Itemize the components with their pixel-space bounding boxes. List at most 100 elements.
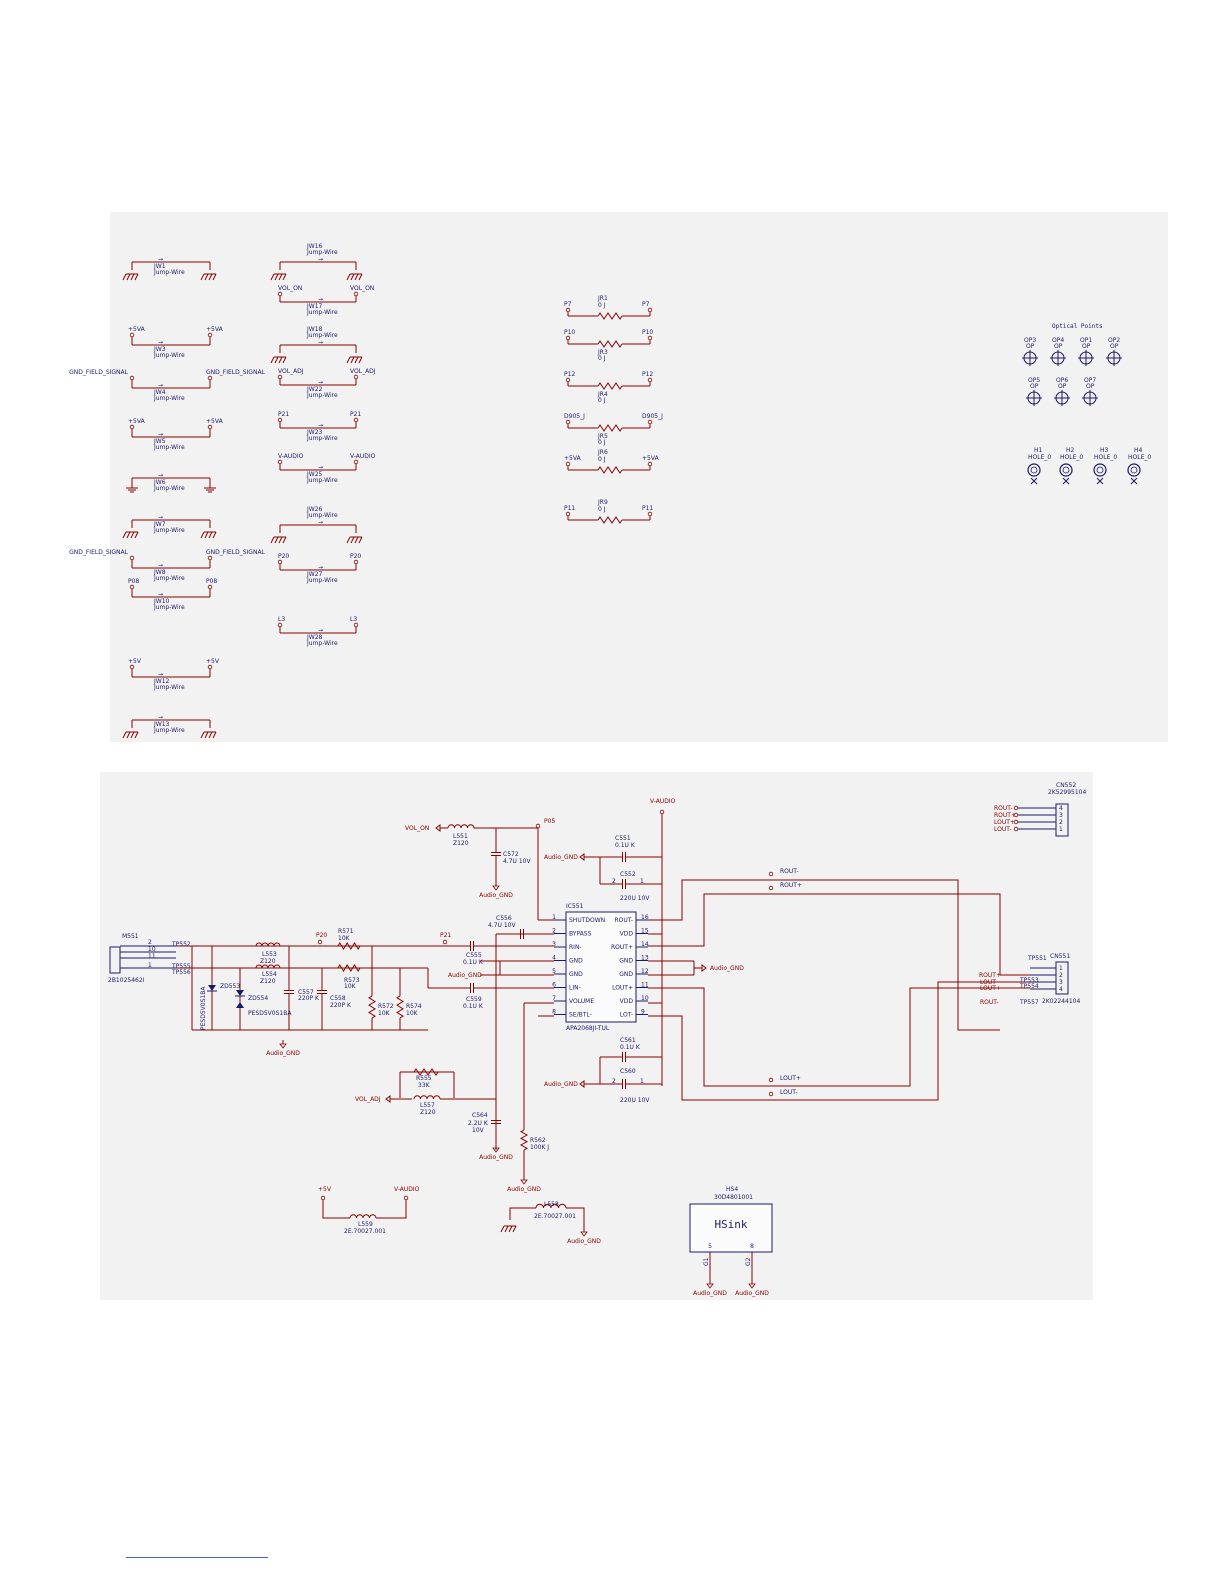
pin-dot <box>207 555 213 561</box>
net-label: P08 <box>206 578 217 585</box>
ground-hatch <box>126 273 131 281</box>
ic-pin-name: GND <box>569 958 583 965</box>
capacitor-value: 4.7U 10V <box>503 858 531 865</box>
ic-pin-name: GND <box>569 971 583 978</box>
connector-ref: CN552 <box>1056 782 1076 789</box>
pin-dot <box>129 555 135 561</box>
resistor <box>413 1068 439 1076</box>
ground-hatch <box>204 731 209 739</box>
pin-dot <box>647 419 653 425</box>
pin-number: 1 <box>640 1078 644 1085</box>
pin-dot <box>565 307 571 313</box>
net-label: P21 <box>350 411 361 418</box>
ground-hatch <box>350 536 355 544</box>
net-label: VOL_ADJ <box>355 1096 381 1103</box>
net-label: VOL_ADJ <box>278 368 304 375</box>
pin-dot <box>647 335 653 341</box>
net-label: +5VA <box>206 326 224 333</box>
hole-type: HOLE_0 <box>1128 454 1151 461</box>
ground-hatch <box>270 536 275 544</box>
ground-hatch <box>346 536 351 544</box>
jump-wire-type: Jump-Wire <box>306 332 338 339</box>
jack-ref: M551 <box>122 933 139 940</box>
pin-number: 4 <box>1059 986 1063 993</box>
jump-wire-ref: JW13 <box>153 721 170 728</box>
ic-pin-number: 1 <box>552 914 556 921</box>
pin-number: 2 <box>148 939 152 946</box>
inductor <box>413 1095 441 1100</box>
resistor <box>396 995 404 1019</box>
wire <box>376 1200 407 1219</box>
mounting-hole-inner <box>1096 466 1104 474</box>
ic-pin-number: 5 <box>552 968 556 975</box>
top-schematic-panel <box>110 212 1168 742</box>
net-label: D905_J <box>564 413 585 420</box>
jump-wire-type: Jump-Wire <box>306 392 338 399</box>
pin-dot <box>353 622 359 628</box>
audio-gnd-label: Audio_GND <box>479 1154 513 1161</box>
jump-wire-type: Jump-Wire <box>153 684 185 691</box>
pin-dot <box>129 424 135 430</box>
net-rout-plus <box>648 893 1030 976</box>
hole-ground <box>1062 477 1070 485</box>
jump-wire-type: Jump-Wire <box>306 577 338 584</box>
resistor-value: 10K <box>338 935 351 942</box>
ic-pin-name: SHUTDOWN <box>569 917 605 924</box>
optical-point-type: OP <box>1082 343 1091 350</box>
jump-wire-ref: JW8 <box>153 569 166 576</box>
hole-type: HOLE_0 <box>1028 454 1051 461</box>
ground-hatch <box>122 731 127 739</box>
capacitor-value: 2.2U K <box>468 1120 489 1127</box>
connector-net: ROUT+ <box>979 972 1001 979</box>
heatsink-pin: G1 <box>703 1257 710 1266</box>
resistor-ref: R572 <box>378 1003 394 1010</box>
capacitor-value: 0.1U K <box>615 842 636 849</box>
pin-dot <box>442 939 448 945</box>
hole-ground <box>1130 477 1138 485</box>
resistor <box>597 312 623 320</box>
net-label: VOL_ON <box>278 285 302 292</box>
ground-hatch <box>130 731 135 739</box>
net-label: V-AUDIO <box>350 453 376 460</box>
optical-point-ref: OP2 <box>1108 337 1120 344</box>
jump-wire-ref: JW25 <box>306 471 323 478</box>
jump-wire-arrow: → <box>318 564 323 571</box>
mounting-hole-inner <box>1062 466 1070 474</box>
hole-type: HOLE_0 <box>1094 454 1117 461</box>
ic-pin-name: VDD <box>620 931 634 938</box>
jump-wire-arrow: → <box>318 379 323 386</box>
net-label: +5VA <box>642 455 660 462</box>
net-label: +5VA <box>564 455 582 462</box>
capacitor-value: 220P K <box>330 1002 352 1009</box>
resistor-ref: JR3 <box>597 349 608 356</box>
jump-wire-type: Jump-Wire <box>306 309 338 316</box>
pin-dot <box>768 1091 774 1097</box>
pin-dot <box>659 809 665 815</box>
ground-hatch <box>134 731 139 739</box>
net-label: P10 <box>642 329 653 336</box>
pin-dot <box>207 424 213 430</box>
ground-hatch <box>134 273 139 281</box>
pin-dot <box>647 461 653 467</box>
pin-dot <box>1013 819 1019 825</box>
connector-part: 2K02244104 <box>1042 998 1080 1005</box>
inductor-value: 2E.70027.001 <box>344 1228 386 1235</box>
connector-net: LOUT- <box>980 979 998 986</box>
jump-wire-ref: JW23 <box>306 429 323 436</box>
pin-number: 1 <box>640 878 644 885</box>
inductor-value: 2E.70027.001 <box>534 1213 576 1220</box>
gnd-arrow <box>701 964 707 972</box>
net-label: P10 <box>564 329 575 336</box>
pin-number: 1 <box>148 962 152 969</box>
pin-dot <box>565 511 571 517</box>
ground-hatch <box>130 531 135 539</box>
ic-pin-number: 15 <box>641 928 649 935</box>
optical-point-type: OP <box>1086 383 1095 390</box>
net-label: P20 <box>316 932 327 939</box>
inductor-ref: L559 <box>358 1221 373 1228</box>
ground-hatch <box>274 356 279 364</box>
net-label: +5VA <box>128 326 146 333</box>
ground-hatch <box>274 273 279 281</box>
ic-pin-number: 16 <box>641 914 649 921</box>
resistor <box>597 382 623 390</box>
